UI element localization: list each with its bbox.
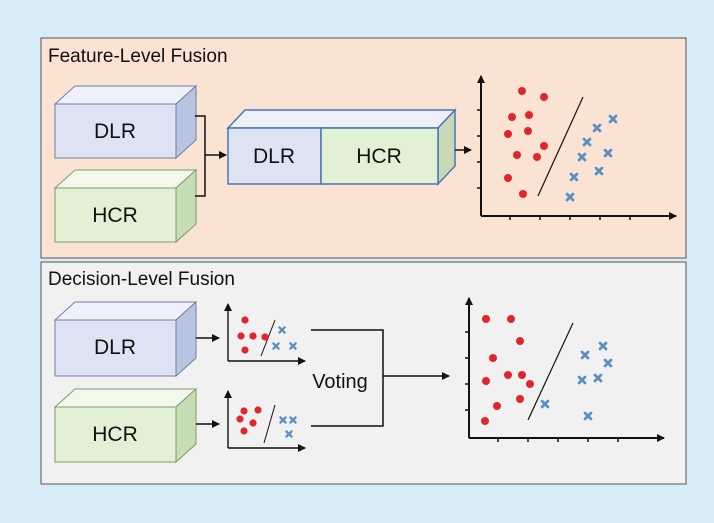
hcr-mini-scatter-plot — [224, 390, 306, 452]
feature-class-b-points — [565, 114, 618, 202]
red-dot-marker — [249, 332, 257, 340]
voting-bracket — [311, 329, 384, 427]
red-dot-marker — [240, 407, 248, 415]
blue-x-marker — [593, 373, 603, 383]
feature-panel-title: Feature-Level Fusion — [48, 46, 228, 67]
decision-dlr-block: DLR — [53, 300, 198, 378]
blue-x-marker — [569, 172, 579, 182]
red-dot-marker — [504, 174, 512, 182]
red-dot-marker — [482, 315, 490, 323]
red-dot-marker — [524, 127, 532, 135]
blue-x-marker — [598, 341, 608, 351]
fused-dlr-label: DLR — [253, 145, 295, 168]
decision-scatter-plot — [465, 297, 665, 442]
blue-x-marker — [580, 350, 590, 360]
red-dot-marker — [518, 371, 526, 379]
red-dot-marker — [540, 142, 548, 150]
red-dot-marker — [525, 111, 533, 119]
red-dot-marker — [489, 354, 497, 362]
red-dot-marker — [482, 377, 490, 385]
dlr-class-b-points — [272, 326, 297, 350]
blue-x-marker — [285, 430, 293, 438]
red-dot-marker — [241, 346, 249, 354]
blue-x-marker — [577, 152, 587, 162]
feature-scatter-plot — [477, 75, 677, 220]
blue-x-marker — [608, 114, 618, 124]
voting-label: Voting — [312, 371, 368, 393]
feature-dlr-block: DLR — [53, 84, 198, 160]
blue-x-marker — [565, 192, 575, 202]
blue-x-marker — [289, 416, 297, 424]
red-dot-marker — [249, 419, 257, 427]
decision-hcr-label: HCR — [92, 423, 138, 446]
feature-dlr-label: DLR — [94, 120, 136, 143]
feature-level-panel: Feature-Level Fusion DLR HCR DLR HCR — [40, 37, 687, 259]
decision-hcr-block: HCR — [53, 387, 198, 464]
dlr-mini-scatter-plot — [224, 303, 306, 365]
red-dot-marker — [493, 402, 501, 410]
red-dot-marker — [519, 190, 527, 198]
feature-plot-ticks — [477, 109, 631, 220]
blue-x-marker — [289, 342, 297, 350]
decision-class-a-points — [481, 315, 534, 425]
red-dot-marker — [526, 380, 534, 388]
red-dot-marker — [236, 415, 244, 423]
red-dot-marker — [540, 93, 548, 101]
decision-decision-boundary — [527, 322, 574, 421]
red-dot-marker — [261, 333, 269, 341]
red-dot-marker — [507, 315, 515, 323]
red-dot-marker — [516, 395, 524, 403]
decision-class-b-points — [540, 341, 613, 421]
red-dot-marker — [508, 113, 516, 121]
blue-x-marker — [592, 123, 602, 133]
blue-x-marker — [540, 399, 550, 409]
blue-x-marker — [583, 411, 593, 421]
decision-panel-title: Decision-Level Fusion — [48, 269, 235, 290]
red-dot-marker — [481, 417, 489, 425]
decision-dlr-label: DLR — [94, 336, 136, 359]
fused-hcr-label: HCR — [356, 145, 402, 168]
red-dot-marker — [254, 406, 262, 414]
red-dot-marker — [516, 337, 524, 345]
red-dot-marker — [241, 316, 249, 324]
blue-x-marker — [577, 375, 587, 385]
feature-decision-boundary — [537, 96, 584, 197]
hcr-class-a-points — [236, 406, 262, 435]
feature-hcr-label: HCR — [92, 204, 138, 227]
blue-x-marker — [278, 326, 286, 334]
feature-fused-block: DLR HCR — [226, 108, 457, 186]
blue-x-marker — [272, 342, 280, 350]
decision-level-panel: Decision-Level Fusion DLR HCR — [40, 261, 687, 485]
red-dot-marker — [237, 332, 245, 340]
blue-x-marker — [603, 358, 613, 368]
feature-hcr-block: HCR — [53, 168, 198, 244]
decision-plot-ticks — [465, 331, 619, 442]
blue-x-marker — [582, 137, 592, 147]
blue-x-marker — [279, 416, 287, 424]
blue-x-marker — [594, 166, 604, 176]
red-dot-marker — [504, 371, 512, 379]
red-dot-marker — [513, 151, 521, 159]
red-dot-marker — [504, 130, 512, 138]
feature-merge-bracket — [195, 115, 206, 197]
red-dot-marker — [533, 153, 541, 161]
feature-class-a-points — [504, 87, 548, 198]
red-dot-marker — [240, 427, 248, 435]
dlr-class-a-points — [237, 316, 269, 354]
voting-label-bg — [303, 366, 379, 394]
hcr-class-b-points — [279, 416, 297, 438]
red-dot-marker — [518, 87, 526, 95]
blue-x-marker — [603, 148, 613, 158]
